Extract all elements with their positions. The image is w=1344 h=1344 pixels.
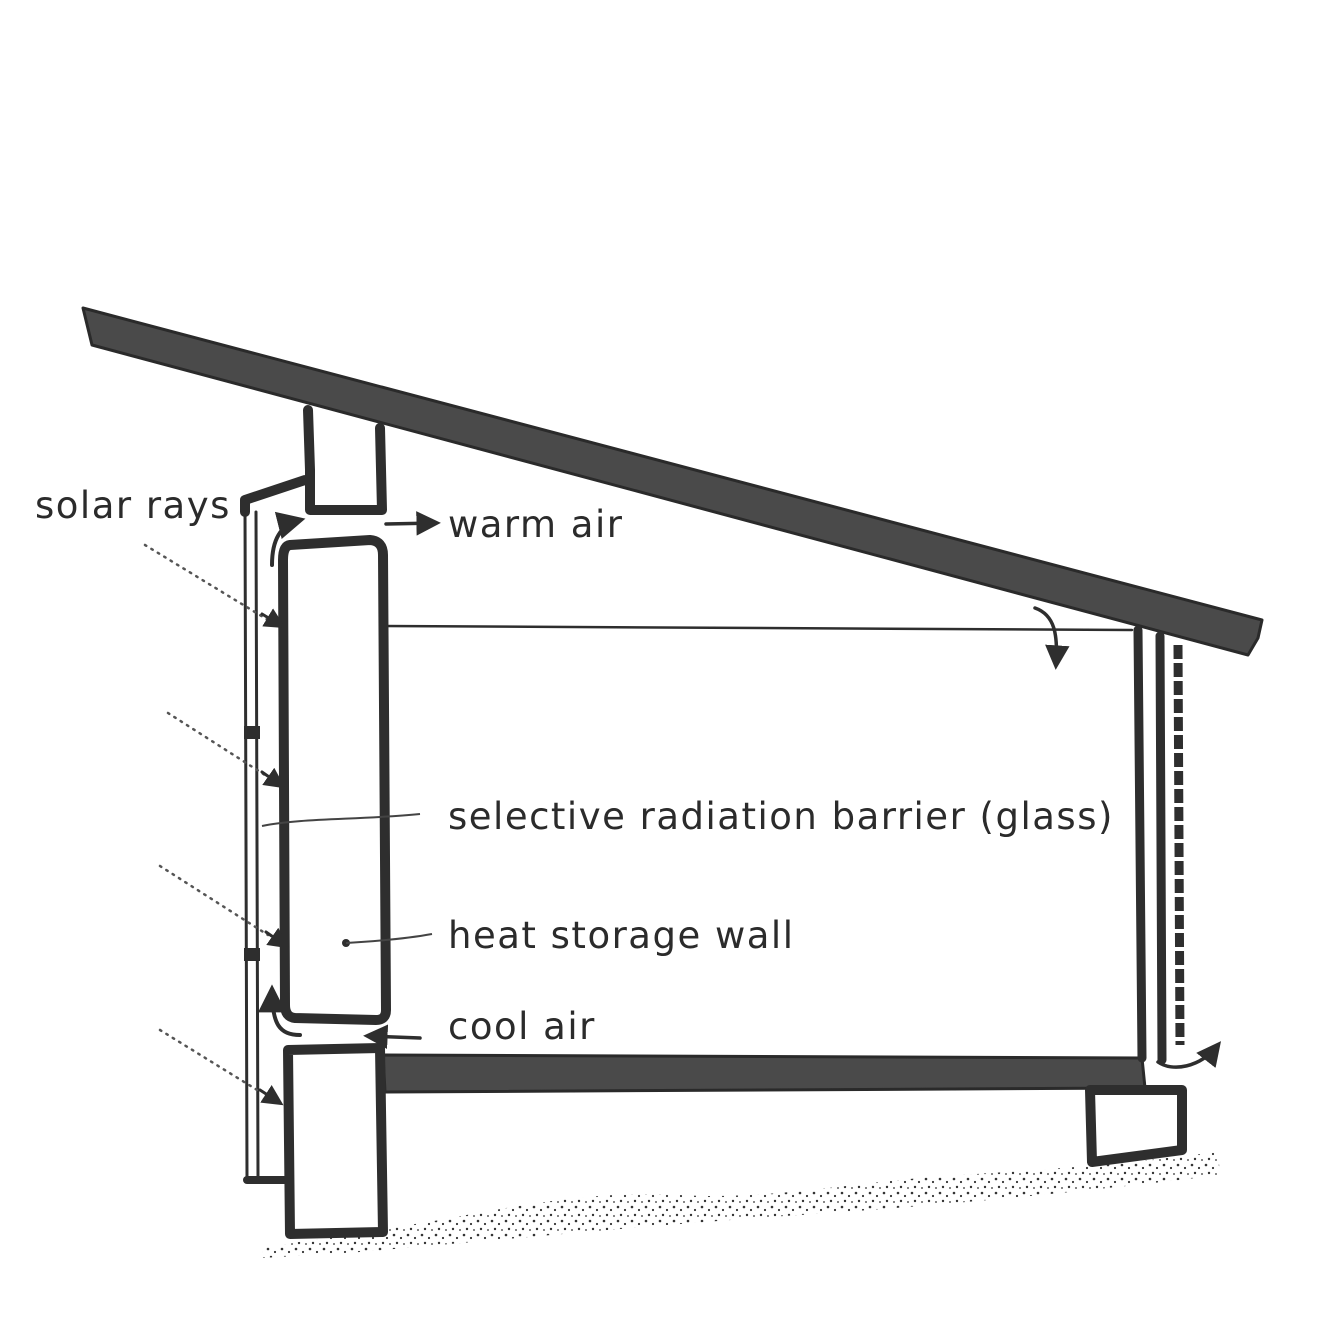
ceiling-line bbox=[381, 624, 1134, 632]
solar-ray-4 bbox=[158, 1028, 264, 1095]
exhaust-arrow bbox=[1156, 1041, 1222, 1069]
solar-ray-1 bbox=[143, 543, 270, 622]
heat-storage-wall-label: heat storage wall bbox=[448, 914, 794, 957]
storage-wall-leader bbox=[345, 933, 433, 944]
glazing-mullion-lower bbox=[244, 948, 260, 961]
solar-rays-label: solar rays bbox=[35, 484, 231, 527]
solar-ray-2-arrow bbox=[260, 767, 286, 789]
warm-air-rising-arrow bbox=[270, 511, 306, 567]
cool-air-descending-arrow bbox=[258, 984, 302, 1037]
glazing-frame bbox=[243, 508, 260, 1180]
roof-header bbox=[240, 405, 387, 517]
warm-air-arrow bbox=[384, 511, 441, 536]
warm-air-label: warm air bbox=[448, 503, 623, 546]
selective-barrier-label: selective radiation barrier (glass) bbox=[448, 795, 1114, 838]
solar-ray-3-arrow bbox=[264, 927, 290, 949]
heat-storage-wall bbox=[278, 535, 391, 1025]
cool-air-label: cool air bbox=[448, 1005, 596, 1048]
roof bbox=[81, 306, 1264, 657]
glazing-mullion-upper bbox=[244, 726, 260, 739]
solar-ray-1-arrow bbox=[260, 608, 286, 629]
solar-ray-3 bbox=[158, 864, 270, 937]
floor-slab bbox=[381, 1053, 1147, 1094]
barrier-leader bbox=[261, 813, 421, 827]
right-wall bbox=[1133, 625, 1167, 1065]
solar-ray-4-arrow bbox=[258, 1085, 284, 1106]
foundation-right bbox=[1085, 1085, 1187, 1167]
ground bbox=[262, 1152, 1220, 1258]
ceiling-return-arrow bbox=[1033, 606, 1070, 670]
cool-air-arrow bbox=[363, 1024, 422, 1049]
solar-ray-2 bbox=[166, 711, 267, 777]
right-wall-siding bbox=[1173, 644, 1185, 1046]
foundation-left bbox=[283, 1043, 388, 1239]
